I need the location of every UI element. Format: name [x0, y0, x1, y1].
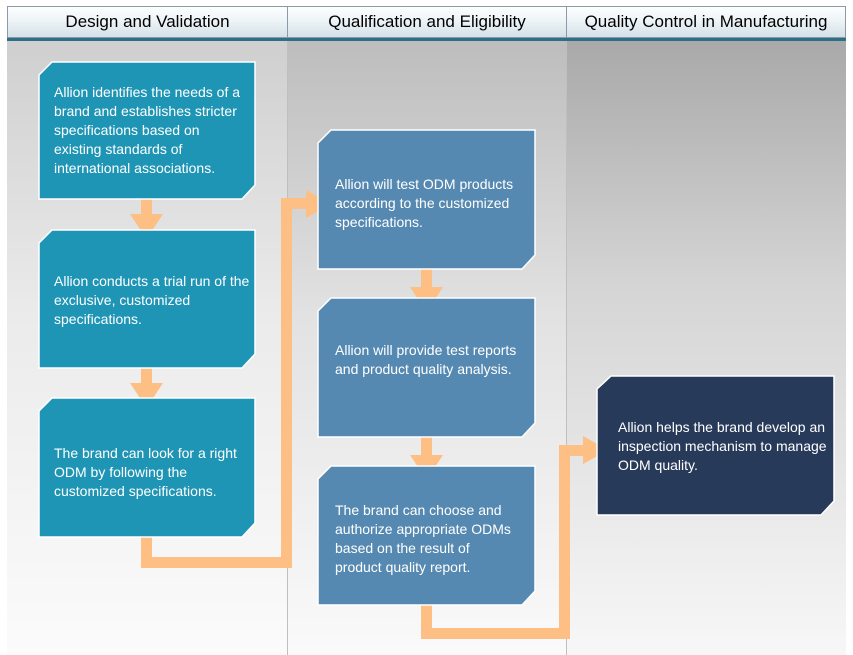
- arrow-down-icon: [130, 199, 163, 239]
- column-header-quality-control: Quality Control in Manufacturing: [566, 6, 846, 38]
- step-6-text: The brand can choose and authorize appro…: [335, 502, 511, 575]
- step-2-text: Allion conducts a trial run of the exclu…: [54, 273, 250, 327]
- step-5-text: Allion will provide test reports and pro…: [335, 342, 517, 377]
- column-header-design: Design and Validation: [7, 6, 288, 38]
- connector-arrow-icon: [421, 436, 608, 639]
- step-box: [38, 61, 256, 200]
- step-7-text: Allion helps the brand develop an inspec…: [618, 419, 827, 473]
- step-1-text: Allion identifies the needs of a brand a…: [54, 84, 241, 176]
- header-rule: [7, 38, 846, 41]
- step-box: [596, 375, 835, 516]
- column-header-qualification: Qualification and Eligibility: [287, 6, 567, 38]
- step-box: [317, 129, 536, 270]
- step-box: [317, 297, 536, 438]
- step-box: [317, 465, 536, 606]
- step-box: [38, 397, 256, 538]
- step-3-text: The brand can look for a right ODM by fo…: [54, 445, 237, 499]
- step-4-text: Allion will test ODM products according …: [335, 176, 514, 230]
- column-background-quality-control: [566, 40, 846, 655]
- column-divider: [566, 40, 567, 655]
- step-box: [38, 229, 256, 369]
- arrow-down-icon: [130, 368, 163, 408]
